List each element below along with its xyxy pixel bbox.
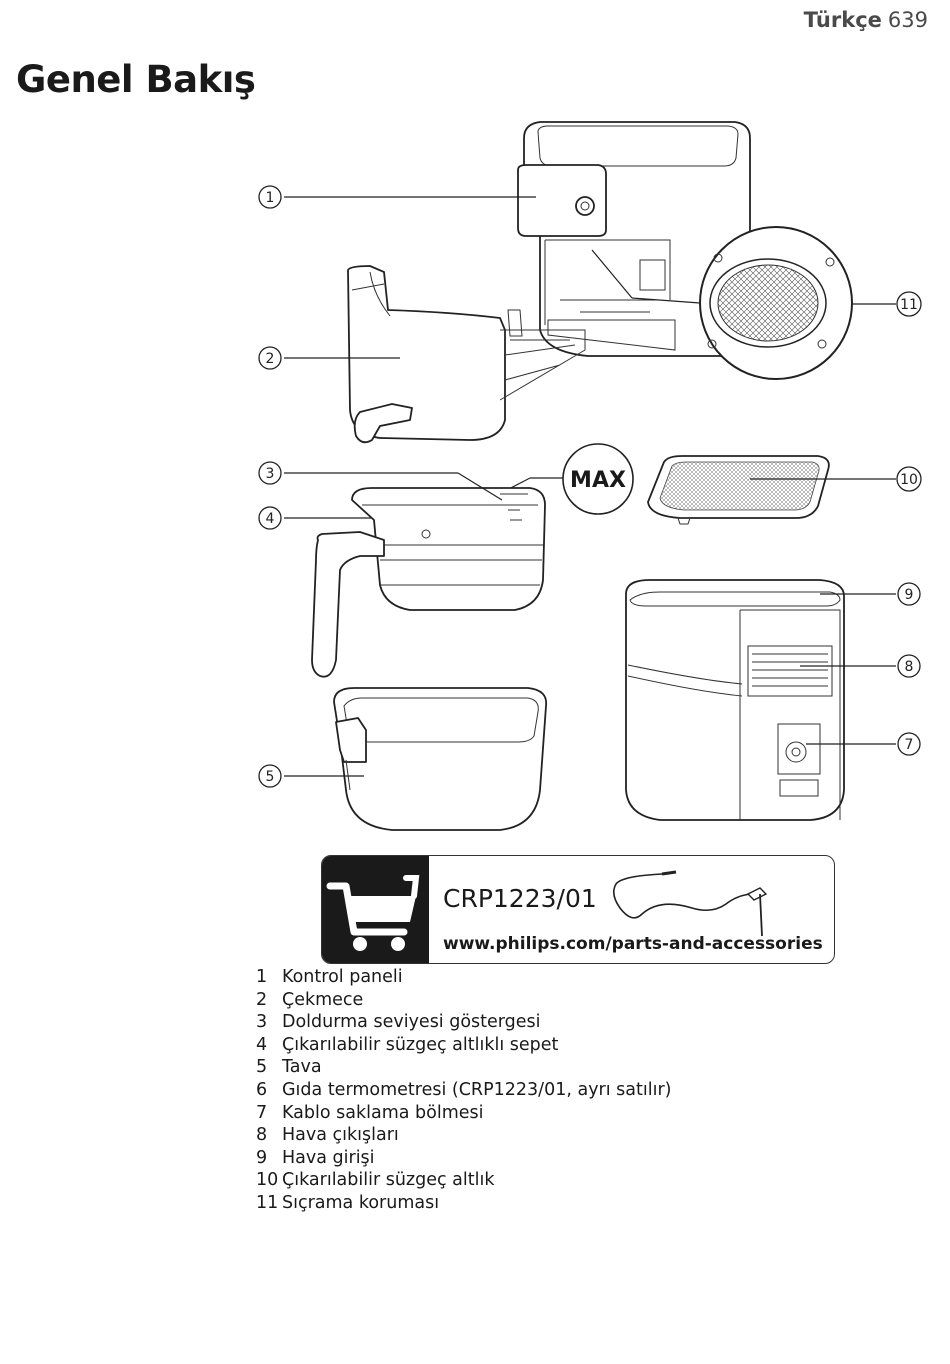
accessory-code: CRP1223/01: [443, 884, 597, 913]
accessory-url[interactable]: www.philips.com/parts-and-accessories: [443, 934, 823, 954]
callout-4: 4: [258, 506, 282, 530]
svg-text:8: 8: [905, 659, 914, 675]
page-number: 639: [887, 8, 928, 32]
callout-5: 5: [258, 764, 282, 788]
callout-1: 1: [258, 185, 282, 209]
svg-text:5: 5: [266, 769, 275, 785]
crisper-plate-drawing: [647, 455, 830, 525]
callout-8: 8: [897, 654, 921, 678]
svg-text:1: 1: [266, 190, 275, 206]
svg-text:7: 7: [905, 737, 914, 753]
callout-11: 11: [896, 291, 922, 317]
callout-7: 7: [897, 732, 921, 756]
splash-guard-zoom: [591, 226, 853, 380]
callout-2: 2: [258, 346, 282, 370]
airfryer-body-drawing: [625, 579, 845, 821]
svg-text:10: 10: [900, 472, 918, 488]
svg-text:2: 2: [266, 351, 275, 367]
basket-drawing: [311, 487, 546, 678]
drawer-drawing: [347, 265, 586, 444]
product-overview-diagram: MAX: [258, 121, 922, 831]
accessory-box: CRP1223/01 www.philips.com/parts-and-acc…: [321, 855, 835, 964]
svg-text:11: 11: [900, 297, 918, 313]
max-label: MAX: [570, 468, 626, 493]
svg-text:3: 3: [266, 466, 275, 482]
thermometer-drawing: [612, 870, 768, 937]
svg-text:4: 4: [266, 511, 275, 527]
page-title: Genel Bakış: [16, 58, 256, 101]
cart-icon-panel: [322, 856, 429, 963]
shopping-cart-icon: [326, 875, 420, 951]
callout-9: 9: [897, 582, 921, 606]
language-label: Türkçe: [803, 8, 882, 32]
max-bubble: MAX: [502, 443, 634, 515]
callout-10: 10: [896, 466, 922, 492]
callout-3: 3: [258, 461, 282, 485]
pan-drawing: [333, 687, 548, 831]
svg-text:9: 9: [905, 587, 914, 603]
callout-lines: [284, 196, 896, 777]
